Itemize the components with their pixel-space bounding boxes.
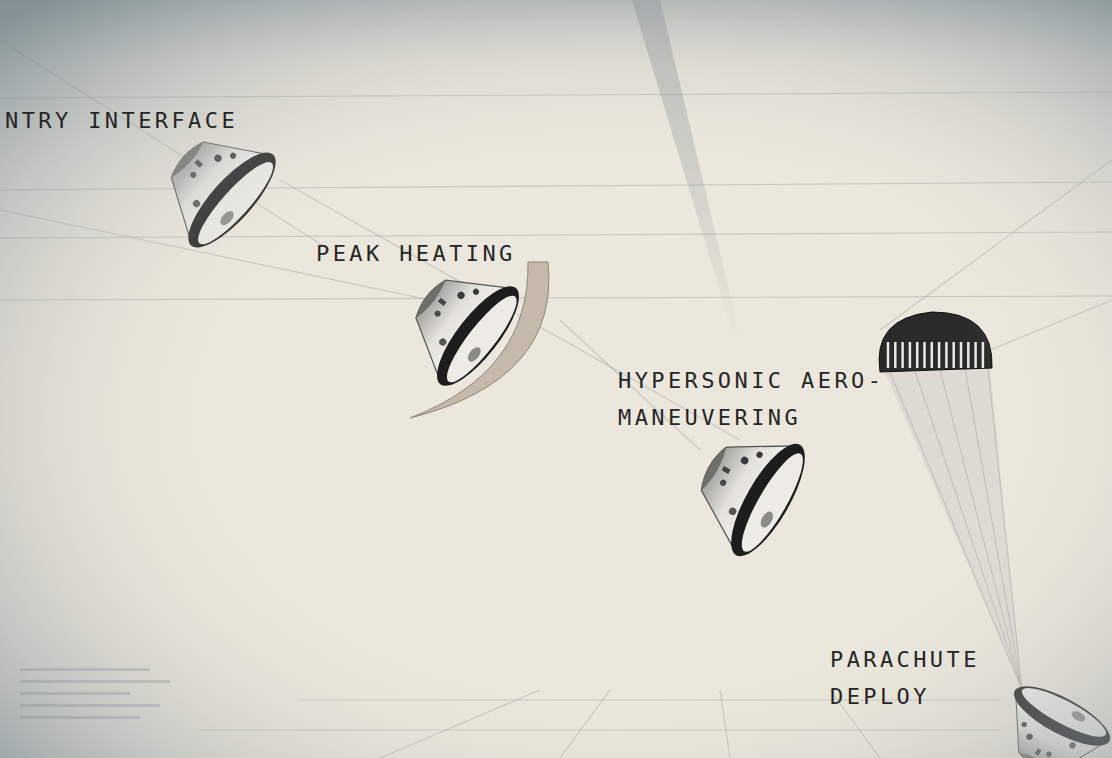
phase-label: PEAK HEATING xyxy=(316,235,616,272)
phase-label: HYPERSONIC AERO-MANEUVERING xyxy=(618,362,918,436)
phase-label: NTRY INTERFACE xyxy=(5,102,305,139)
phase-label: PARACHUTE DEPLOY xyxy=(830,641,1030,715)
